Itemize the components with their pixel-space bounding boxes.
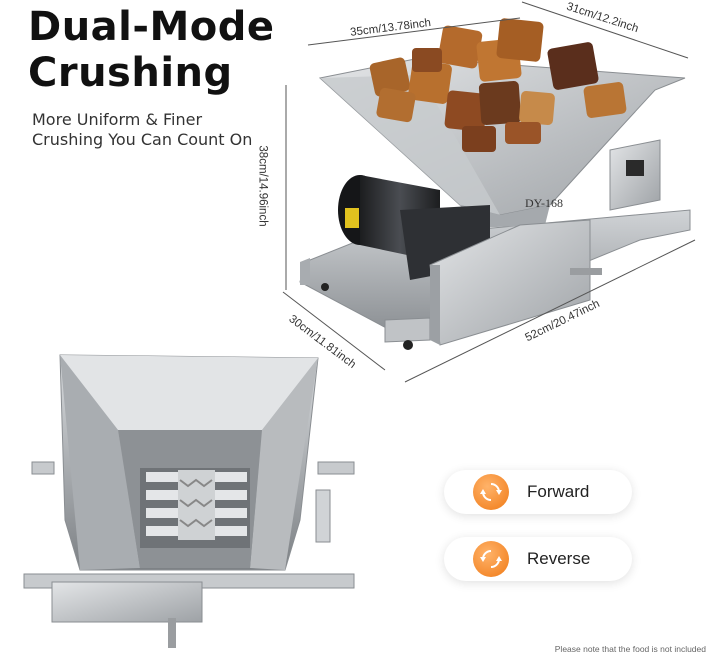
page-title: Dual-Mode Crushing: [28, 4, 275, 96]
footnote: Please note that the food is not include…: [554, 644, 706, 654]
machine-model-label: DY-168: [525, 196, 563, 210]
motor: [338, 175, 490, 280]
dimension-lines: [282, 1, 696, 383]
title-line-1: Dual-Mode: [28, 4, 275, 50]
rotate-clockwise-icon: [473, 474, 509, 510]
crushing-rollers: [140, 468, 250, 548]
mode-forward-label: Forward: [527, 482, 590, 501]
dimension-height: 38cm/14.96inch: [256, 145, 269, 227]
food-chunks: [369, 18, 627, 152]
rotate-counterclockwise-icon: [473, 541, 509, 577]
mode-forward-pill: Forward: [444, 470, 632, 514]
crusher-machine-side-view: DY-168: [282, 1, 696, 383]
crusher-machine-top-view: [23, 354, 355, 648]
mode-reverse-pill: Reverse: [444, 537, 632, 581]
mode-reverse-label: Reverse: [527, 549, 591, 568]
page-subtitle: More Uniform & Finer Crushing You Can Co…: [32, 110, 253, 149]
title-line-2: Crushing: [28, 50, 233, 96]
